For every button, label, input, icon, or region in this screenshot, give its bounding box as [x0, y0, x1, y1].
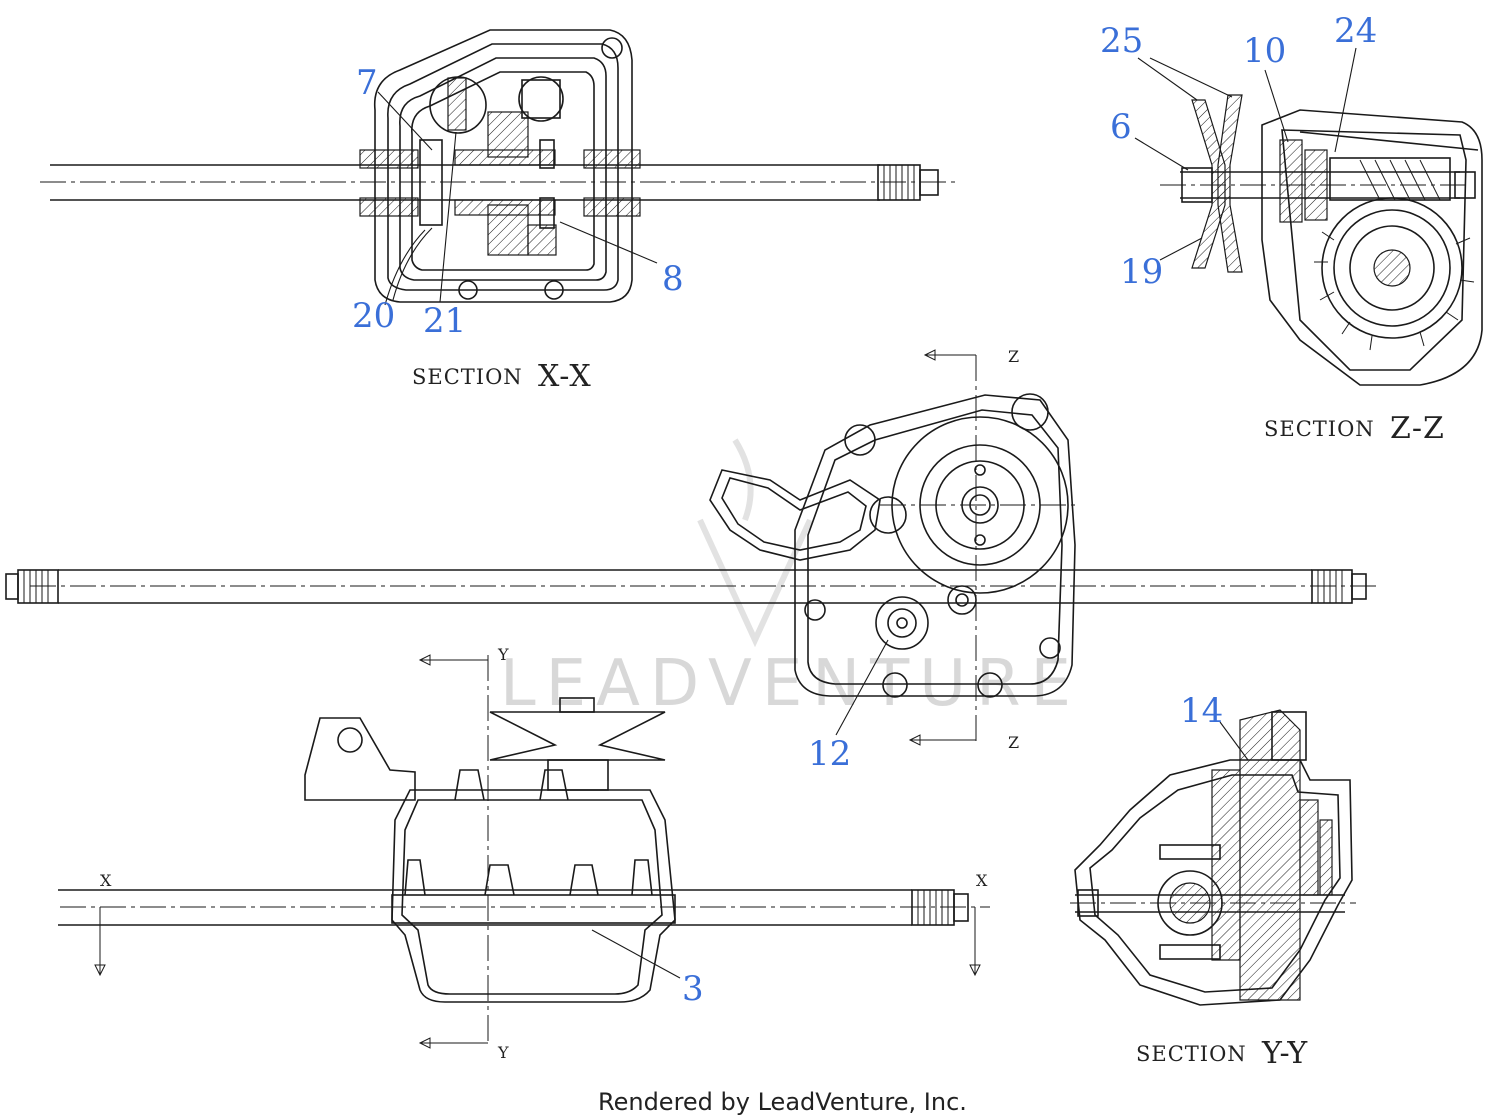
section-y-y-word: SECTION [1136, 1042, 1247, 1066]
axis-label-x-right: X [976, 871, 988, 890]
section-z-z-drawing [1160, 94, 1483, 386]
axis-label-y-bottom: Y [497, 1043, 509, 1062]
callout-25: 25 [1100, 21, 1143, 61]
axis-label-z-top: Z [1008, 347, 1019, 366]
axis-label-y-top: Y [497, 645, 509, 664]
callout-21: 21 [423, 301, 466, 341]
front-view-drawing [58, 654, 990, 1049]
footer-credit: Rendered by LeadVenture, Inc. [598, 1088, 967, 1116]
section-x-x-id: X-X [538, 359, 592, 394]
watermark-logo [697, 438, 813, 648]
center-top-view-drawing [5, 349, 1380, 746]
section-z-z-word: SECTION [1264, 417, 1375, 441]
section-x-x-word: SECTION [412, 365, 523, 389]
callout-10: 10 [1243, 31, 1286, 71]
callout-8: 8 [662, 259, 684, 299]
section-x-x-drawing [40, 29, 960, 303]
axis-label-x-left: X [100, 871, 112, 890]
section-z-z-id: Z-Z [1390, 411, 1445, 446]
callout-24: 24 [1334, 11, 1377, 51]
callout-6: 6 [1110, 107, 1132, 147]
section-y-y-drawing [1070, 709, 1356, 1006]
callout-12: 12 [808, 734, 851, 774]
callout-20: 20 [352, 296, 395, 336]
axis-label-z-bottom: Z [1008, 733, 1019, 752]
callout-3: 3 [682, 969, 704, 1009]
section-y-y-id: Y-Y [1261, 1036, 1308, 1071]
callout-7: 7 [356, 63, 378, 103]
callout-14: 14 [1180, 691, 1223, 731]
callout-19: 19 [1120, 252, 1163, 292]
callout-leaders [377, 47, 1357, 979]
